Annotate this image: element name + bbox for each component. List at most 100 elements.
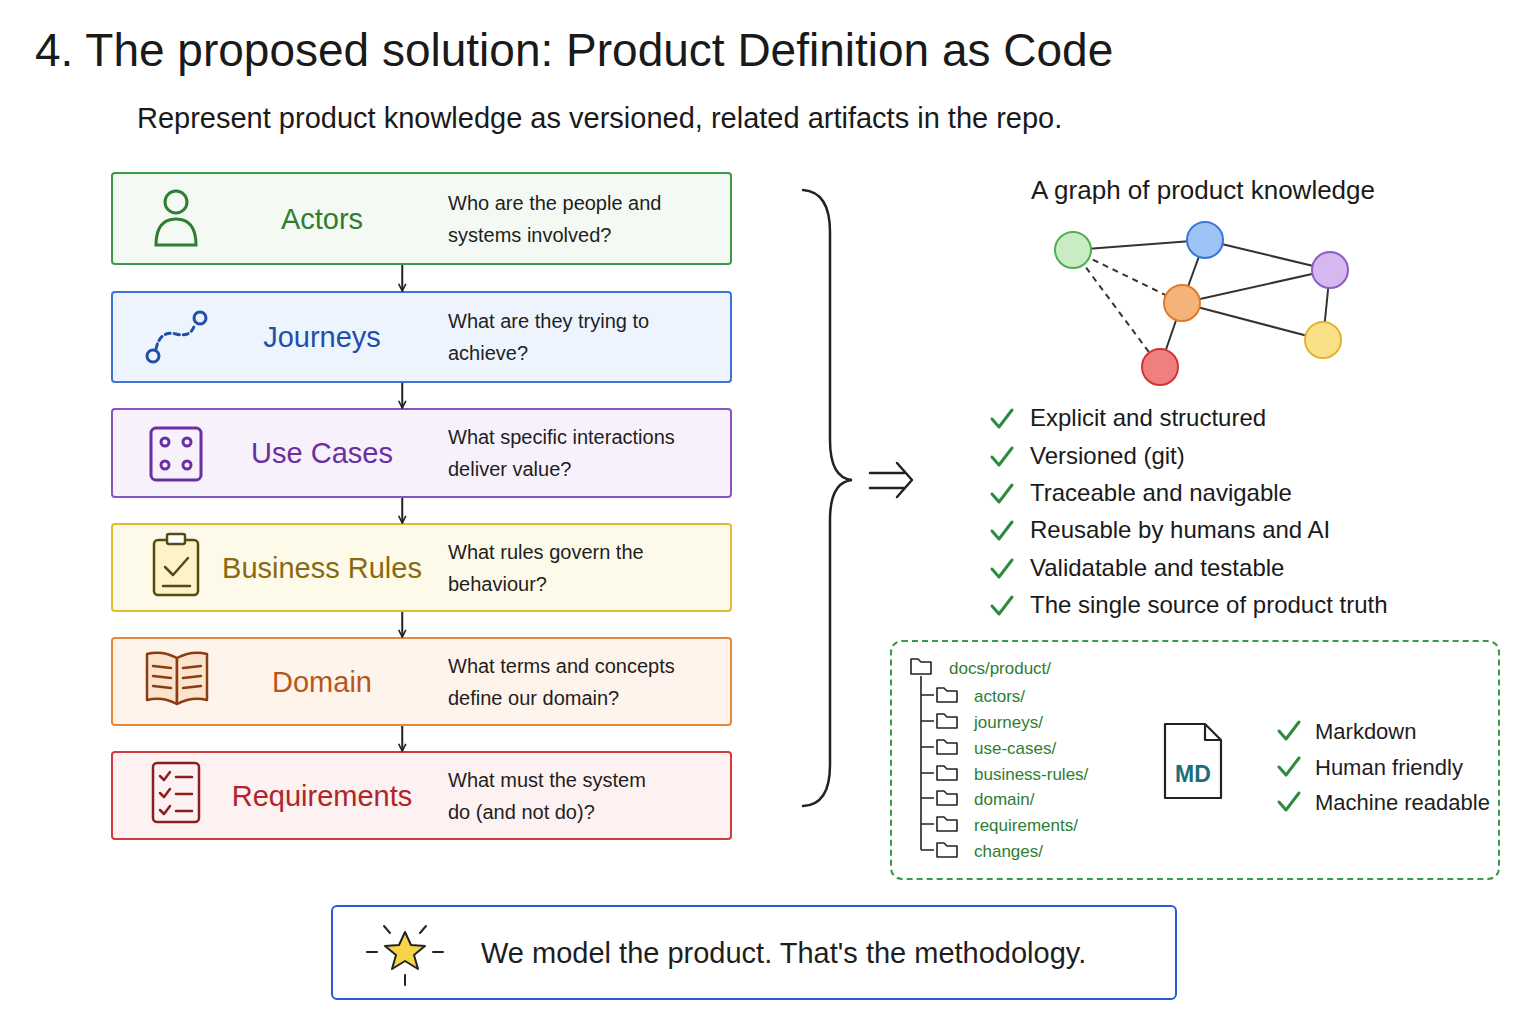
benefit-item: The single source of product truth [1030, 590, 1470, 620]
box-question: Who are the people and systems involved? [448, 187, 708, 251]
check-mark [992, 485, 1012, 502]
use-cases-box: Use Cases What specific interactions deli… [111, 408, 732, 498]
folder-name: domain/ [974, 789, 1144, 811]
flow-arrow [401, 612, 403, 637]
graph-node [1055, 232, 1091, 268]
graph-node [1305, 322, 1341, 358]
folder-name: use-cases/ [974, 738, 1144, 760]
actors-box: Actors Who are the people and systems inv… [111, 172, 732, 265]
check-mark [1279, 793, 1299, 810]
box-heading: Requirements [217, 778, 427, 814]
box-question: What rules govern the behaviour? [448, 536, 688, 600]
actor-icon [156, 191, 196, 245]
graph-node [1312, 252, 1348, 288]
tree-lines [921, 676, 934, 850]
folder-icon [937, 791, 957, 805]
check-mark [992, 410, 1012, 427]
use-case-dot [161, 438, 169, 446]
book-right-page [177, 653, 207, 704]
box-heading: Domain [217, 664, 427, 700]
actor-head [165, 191, 187, 213]
box-question: What are they trying to achieve? [448, 305, 663, 369]
implies-arrow [870, 463, 912, 497]
use-case-icon [151, 428, 201, 480]
flow-arrow [401, 726, 403, 751]
folder-tree [911, 659, 957, 857]
check-mark [1279, 722, 1299, 739]
check-mark [1279, 758, 1299, 775]
folder-icon [937, 740, 957, 754]
graph-node [1187, 222, 1223, 258]
check-mark [992, 448, 1012, 465]
methodology-box: We model the product. That's the methodo… [331, 905, 1177, 1000]
book-lines [153, 666, 201, 688]
folder-name: changes/ [974, 841, 1144, 863]
folder-name: business-rules/ [974, 764, 1144, 786]
check-mark [992, 522, 1012, 539]
flow-arrow [401, 265, 403, 291]
use-case-dot [183, 438, 191, 446]
clipboard-icon [154, 534, 198, 595]
box-heading: Journeys [217, 319, 427, 355]
box-heading: Use Cases [217, 435, 427, 471]
folder-name: requirements/ [974, 815, 1144, 837]
clipboard-clip [167, 534, 185, 544]
checklist-ticks [160, 772, 170, 814]
benefit-item: Validatable and testable [1030, 553, 1470, 583]
graph-caption: A graph of product knowledge [998, 173, 1408, 207]
book-left-page [147, 653, 177, 704]
benefit-item: Reusable by humans and AI [1030, 515, 1470, 545]
actor-body [156, 219, 196, 245]
domain-box: Domain What terms and concepts define our… [111, 637, 732, 726]
flow-arrow [401, 383, 403, 408]
check-mark [992, 597, 1012, 614]
journey-path [156, 323, 195, 349]
format-benefit: Markdown [1315, 718, 1495, 746]
star-shape [385, 932, 425, 969]
folder-icon [937, 766, 957, 780]
curly-brace [803, 190, 852, 806]
clipboard-check [165, 558, 188, 575]
checklist-lines [176, 777, 192, 811]
implies-shaft [870, 473, 904, 488]
folder-name: actors/ [974, 686, 1144, 708]
requirements-box: Requirements What must the system do (and… [111, 751, 732, 840]
graph-node [1142, 349, 1178, 385]
box-question: What must the system do (and not do)? [448, 764, 673, 828]
folder-icon [937, 817, 957, 831]
check-marks [992, 410, 1299, 810]
box-question: What specific interactions deliver value… [448, 421, 718, 485]
business-rules-box: Business Rules What rules govern the beha… [111, 523, 732, 612]
repo-structure-box: docs/product/actors/journeys/use-cases/b… [890, 640, 1500, 880]
star-icon [367, 926, 443, 985]
checklist-frame [153, 763, 199, 822]
use-case-dot [161, 461, 169, 469]
knowledge-graph [1055, 222, 1348, 385]
folder-icon [937, 688, 957, 702]
graph-link [1073, 240, 1330, 367]
benefit-item: Traceable and navigable [1030, 478, 1470, 508]
use-case-frame [151, 428, 201, 480]
markdown-file-icon: MD [1163, 722, 1223, 800]
file-format: MD [1163, 760, 1223, 788]
page-title: 4. The proposed solution: Product Defini… [35, 22, 1435, 78]
use-case-dot [183, 461, 191, 469]
graph-node [1164, 285, 1200, 321]
box-question: What terms and concepts define our domai… [448, 650, 718, 714]
box-heading: Actors [217, 201, 427, 237]
journey-end [194, 312, 206, 324]
box-heading: Business Rules [217, 550, 427, 586]
benefit-item: Explicit and structured [1030, 403, 1470, 433]
flow-arrow [401, 498, 403, 523]
book-icon [147, 653, 207, 704]
journeys-box: Journeys What are they trying to achieve? [111, 291, 732, 383]
star-rays [367, 926, 443, 985]
check-mark [992, 560, 1012, 577]
methodology-statement: We model the product. That's the methodo… [481, 935, 1161, 971]
folder-name: journeys/ [974, 712, 1144, 734]
folder-path: docs/product/ [949, 658, 1149, 680]
